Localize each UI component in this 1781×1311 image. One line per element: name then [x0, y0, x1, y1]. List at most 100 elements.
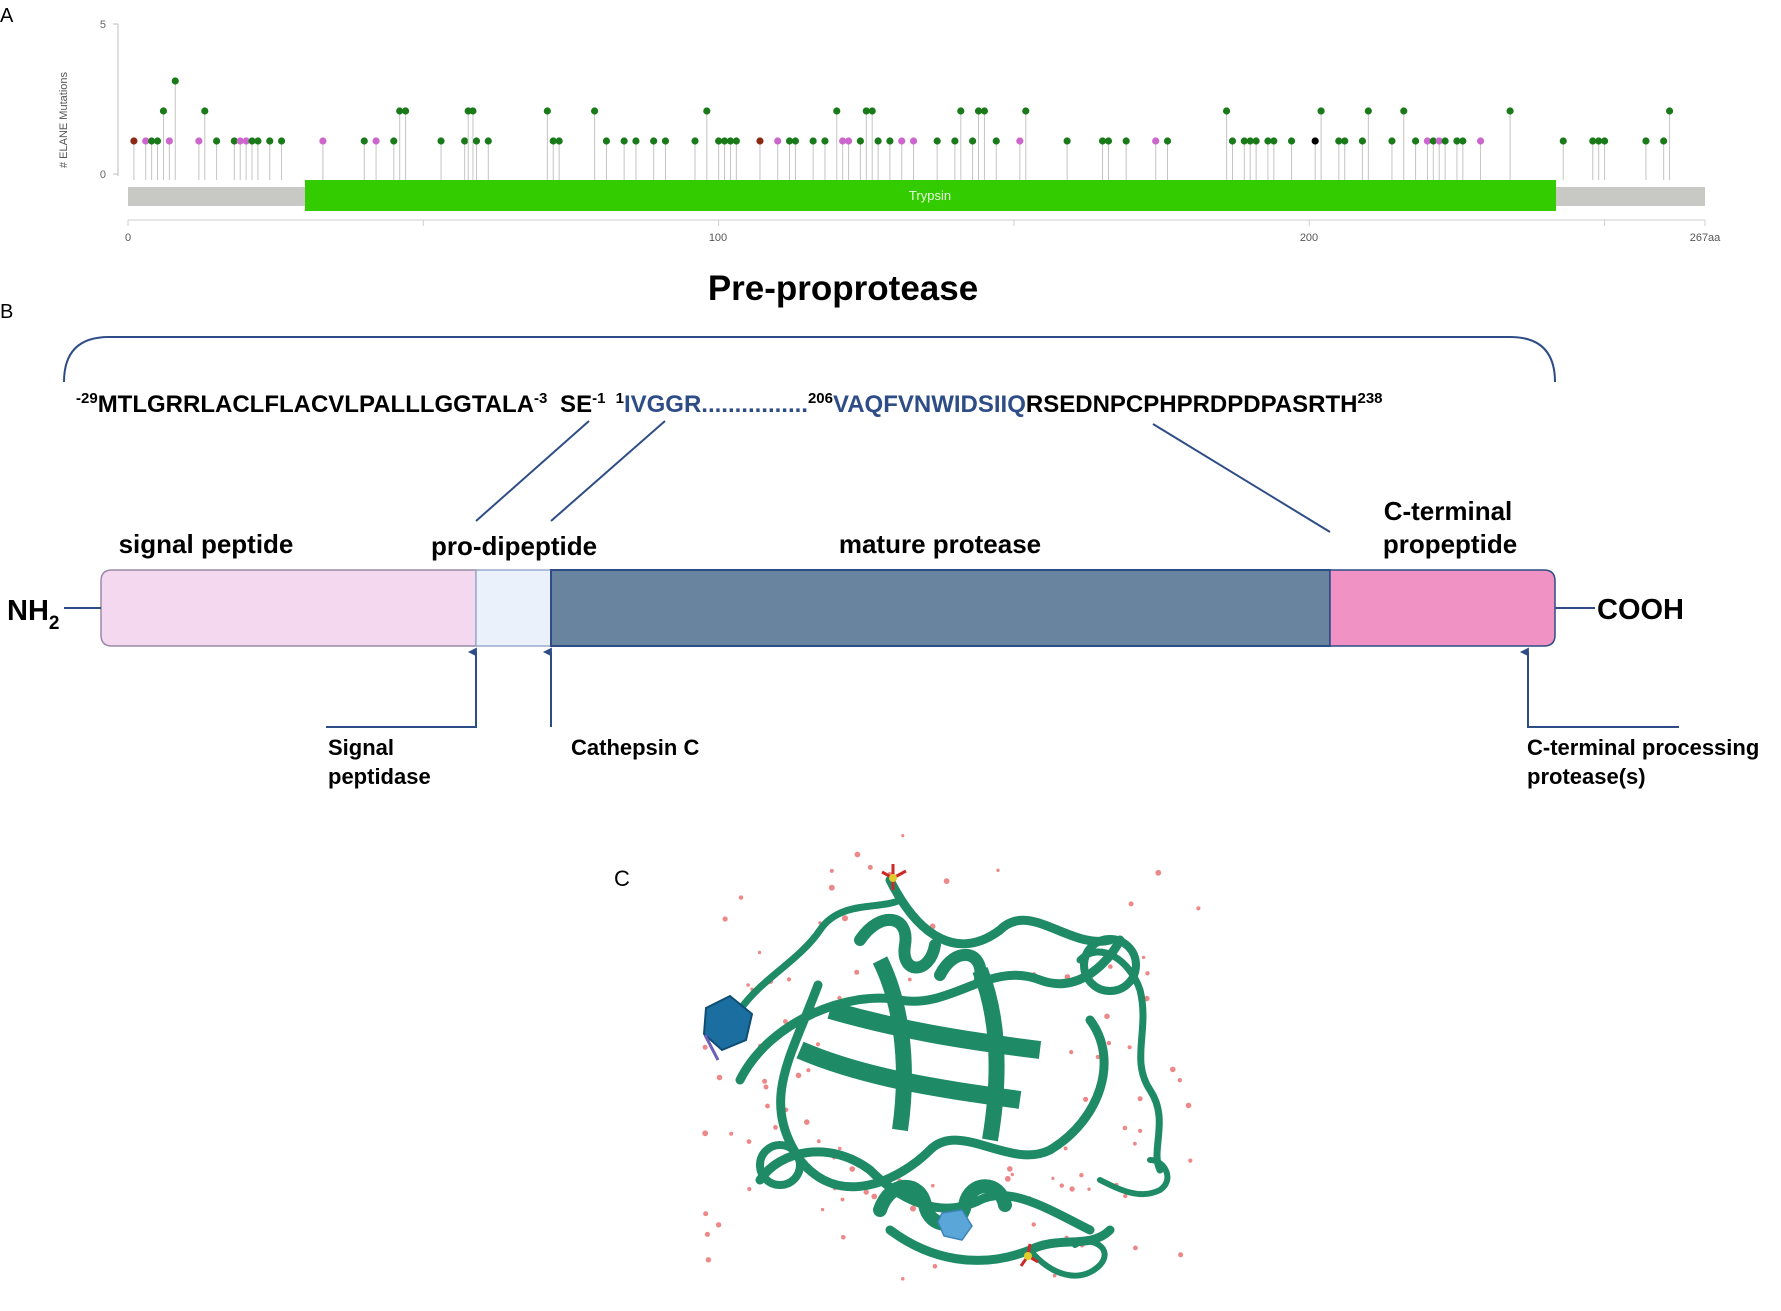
mutation-point[interactable]: [1600, 137, 1609, 145]
mutation-point[interactable]: [230, 137, 238, 145]
mutation-point[interactable]: [1388, 137, 1396, 145]
mutation-point[interactable]: [1022, 107, 1030, 115]
mutation-point[interactable]: [951, 137, 959, 145]
mutation-point[interactable]: [1476, 137, 1485, 145]
mutation-point[interactable]: [933, 137, 941, 145]
mutation-point[interactable]: [715, 137, 723, 145]
mutation-point[interactable]: [1016, 137, 1024, 145]
mutation-point[interactable]: [1240, 137, 1248, 145]
mutation-point[interactable]: [1252, 137, 1260, 145]
mutation-point[interactable]: [1435, 137, 1443, 145]
mutation-point[interactable]: [756, 137, 764, 145]
mutation-point[interactable]: [1104, 137, 1113, 145]
mutation-point[interactable]: [868, 107, 876, 115]
mutation-point[interactable]: [1287, 137, 1296, 145]
mutation-point[interactable]: [1264, 137, 1272, 145]
mutation-point[interactable]: [703, 107, 711, 115]
mutation-point[interactable]: [469, 107, 477, 115]
mutation-point[interactable]: [472, 137, 481, 145]
mutation-point[interactable]: [484, 137, 492, 145]
mutation-point[interactable]: [1459, 137, 1467, 145]
mutation-point[interactable]: [821, 137, 829, 145]
mutation-point[interactable]: [844, 137, 853, 145]
mutation-point[interactable]: [691, 137, 699, 145]
mutation-point[interactable]: [898, 137, 906, 145]
mutation-point[interactable]: [833, 107, 841, 115]
mutation-point[interactable]: [909, 137, 918, 145]
mutation-point[interactable]: [1453, 137, 1461, 145]
mutation-point[interactable]: [957, 107, 965, 115]
mutation-point[interactable]: [242, 137, 250, 145]
mutation-point[interactable]: [632, 137, 640, 145]
mutation-point[interactable]: [1122, 137, 1130, 145]
mutation-point[interactable]: [809, 137, 817, 145]
mutation-point[interactable]: [1358, 137, 1367, 145]
mutation-point[interactable]: [461, 137, 469, 145]
mutation-point[interactable]: [980, 107, 989, 115]
mutation-point[interactable]: [591, 107, 599, 115]
mutation-point[interactable]: [992, 137, 1000, 145]
mutation-point[interactable]: [720, 137, 729, 145]
mutation-point[interactable]: [195, 137, 203, 145]
mutation-point[interactable]: [839, 137, 847, 145]
mutation-point[interactable]: [165, 137, 173, 145]
mutation-point[interactable]: [1400, 107, 1408, 115]
mutation-point[interactable]: [1270, 137, 1278, 145]
mutation-point[interactable]: [201, 107, 209, 115]
mutation-point[interactable]: [1423, 137, 1432, 145]
mutation-point[interactable]: [148, 137, 156, 145]
mutation-point[interactable]: [153, 137, 162, 145]
mutation-point[interactable]: [1317, 107, 1325, 115]
mutation-point[interactable]: [1665, 107, 1674, 115]
mutation-point[interactable]: [236, 137, 244, 145]
mutation-point[interactable]: [1364, 107, 1372, 115]
mutation-point[interactable]: [1341, 137, 1349, 145]
mutation-point[interactable]: [1311, 137, 1319, 145]
mutation-point[interactable]: [726, 137, 735, 145]
mutation-point[interactable]: [159, 107, 168, 115]
mutation-point[interactable]: [266, 137, 274, 145]
mutation-point[interactable]: [171, 77, 179, 85]
mutation-point[interactable]: [130, 137, 138, 145]
mutation-point[interactable]: [1595, 137, 1603, 145]
mutation-point[interactable]: [1411, 137, 1420, 145]
mutation-point[interactable]: [1222, 107, 1231, 115]
mutation-point[interactable]: [360, 137, 368, 145]
mutation-point[interactable]: [1063, 137, 1071, 145]
mutation-point[interactable]: [1228, 137, 1237, 145]
mutation-point[interactable]: [856, 137, 864, 145]
mutation-point[interactable]: [732, 137, 740, 145]
mutation-point[interactable]: [862, 107, 870, 115]
mutation-point[interactable]: [1589, 137, 1597, 145]
mutation-point[interactable]: [661, 137, 670, 145]
mutation-point[interactable]: [401, 107, 410, 115]
mutation-point[interactable]: [1246, 137, 1254, 145]
mutation-point[interactable]: [602, 137, 611, 145]
mutation-point[interactable]: [543, 107, 551, 115]
mutation-point[interactable]: [1152, 137, 1160, 145]
mutation-point[interactable]: [974, 107, 983, 115]
mutation-point[interactable]: [437, 137, 445, 145]
mutation-point[interactable]: [1559, 137, 1567, 145]
mutation-point[interactable]: [319, 137, 327, 145]
mutation-point[interactable]: [620, 137, 628, 145]
mutation-point[interactable]: [212, 137, 221, 145]
mutation-point[interactable]: [372, 137, 380, 145]
mutation-point[interactable]: [1429, 137, 1437, 145]
mutation-point[interactable]: [396, 107, 404, 115]
mutation-point[interactable]: [791, 137, 800, 145]
mutation-point[interactable]: [886, 137, 894, 145]
mutation-point[interactable]: [774, 137, 782, 145]
mutation-point[interactable]: [555, 137, 563, 145]
mutation-point[interactable]: [1163, 137, 1172, 145]
mutation-point[interactable]: [549, 137, 557, 145]
mutation-point[interactable]: [650, 137, 658, 145]
mutation-point[interactable]: [248, 137, 256, 145]
mutation-point[interactable]: [969, 137, 977, 145]
mutation-point[interactable]: [142, 137, 150, 145]
mutation-point[interactable]: [277, 137, 286, 145]
mutation-point[interactable]: [1098, 137, 1107, 145]
mutation-point[interactable]: [1642, 137, 1650, 145]
mutation-point[interactable]: [254, 137, 262, 145]
mutation-point[interactable]: [785, 137, 794, 145]
